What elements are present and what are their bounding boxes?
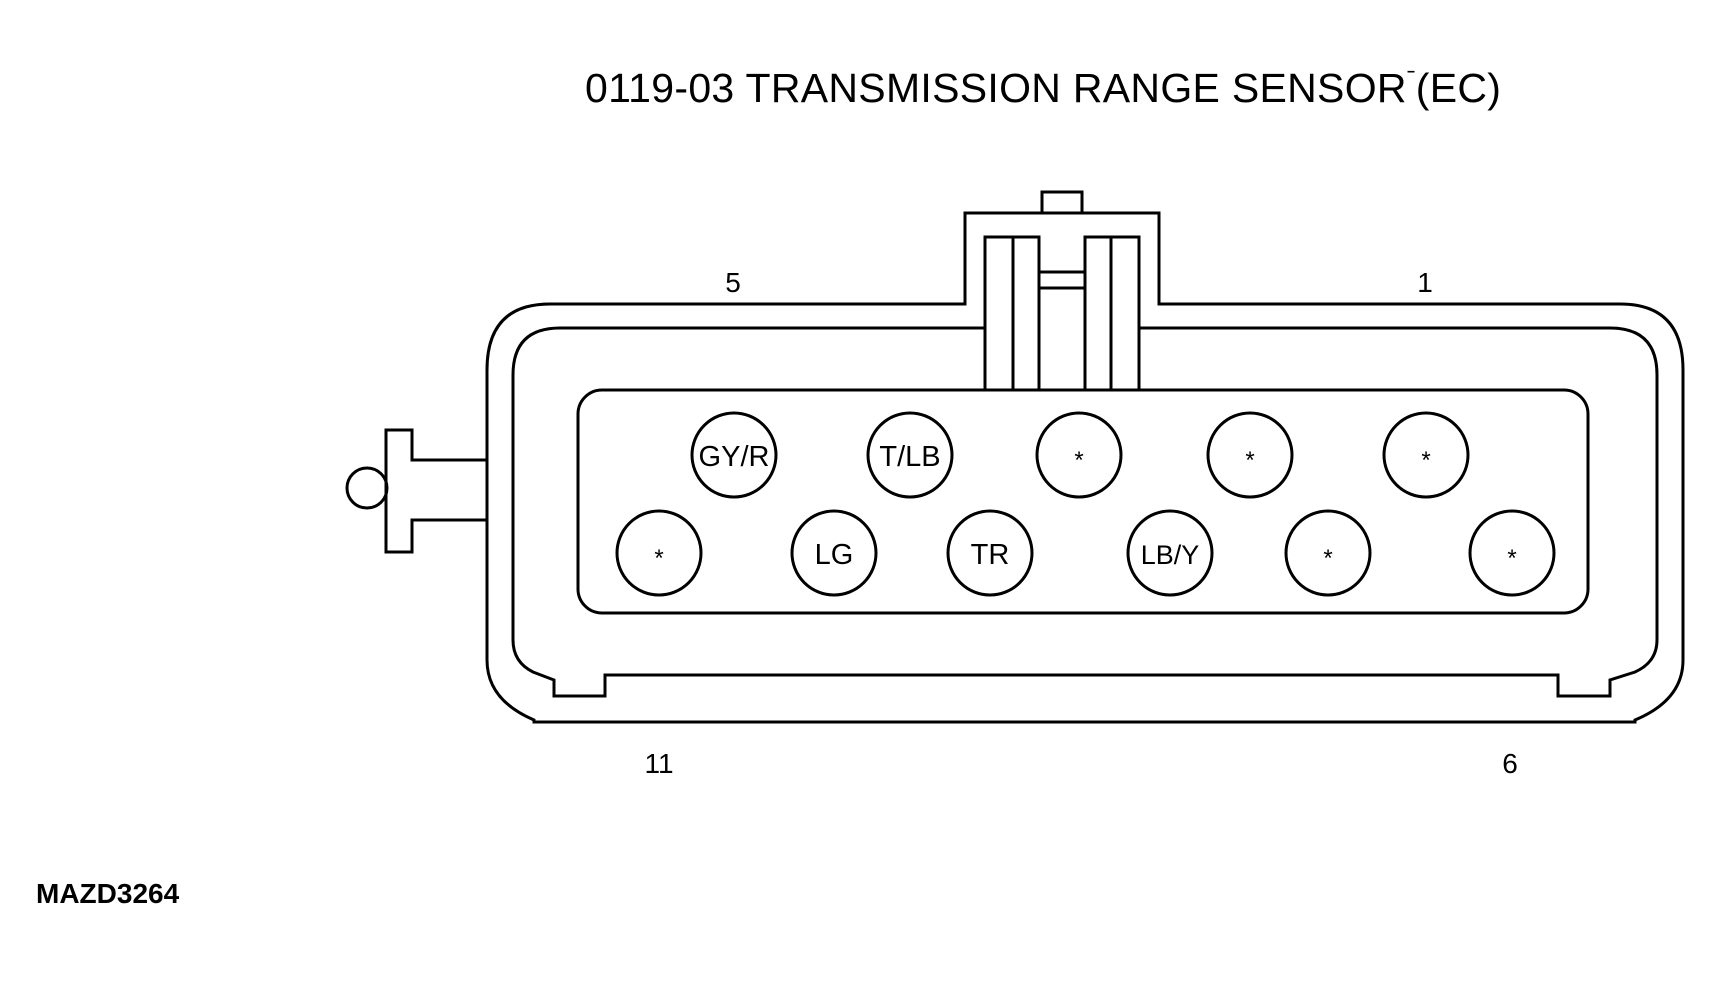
pin-bottom-2: LG [790, 509, 878, 597]
svg-text:TR: TR [971, 539, 1010, 571]
figure-id: MAZD3264 [36, 878, 180, 909]
pin-bottom-1: * [615, 509, 703, 597]
pin-bottom-5: * [1284, 509, 1372, 597]
svg-text:*: * [1245, 447, 1254, 474]
latch-channel [983, 235, 1141, 392]
connector-inner-housing [511, 326, 1659, 698]
pin-number-11: 11 [644, 748, 673, 779]
svg-text:*: * [654, 545, 663, 572]
connector-outer-housing [485, 211, 1685, 724]
pin-top-4: * [1206, 411, 1294, 499]
svg-text:*: * [1074, 447, 1083, 474]
side-lock-knob [345, 466, 389, 510]
svg-text:T/LB: T/LB [879, 441, 940, 473]
pin-top-5: * [1382, 411, 1470, 499]
title-suffix: (EC) [1415, 65, 1502, 111]
pin-bottom-3: TR [946, 509, 1034, 597]
svg-text:LG: LG [815, 539, 854, 571]
pin-bottom-4: LB/Y [1126, 509, 1214, 597]
title-name: TRANSMISSION RANGE SENSOR [745, 65, 1407, 111]
pin-number-5: 5 [725, 267, 741, 298]
pin-top-2: T/LB [866, 411, 954, 499]
svg-text:*: * [1323, 545, 1332, 572]
svg-text:*: * [1421, 447, 1430, 474]
side-lock-tab [384, 428, 487, 554]
pin-number-1: 1 [1417, 267, 1433, 298]
pin-top-3: * [1035, 411, 1123, 499]
pin-number-6: 6 [1502, 748, 1518, 779]
pin-top-1: GY/R [690, 411, 778, 499]
title-mark: ˉ [1406, 64, 1416, 94]
svg-text:*: * [1507, 545, 1516, 572]
svg-text:GY/R: GY/R [699, 441, 770, 473]
title-code: 0119-03 [585, 65, 735, 111]
pin-cavity-area [576, 388, 1590, 615]
svg-text:LB/Y: LB/Y [1141, 540, 1200, 570]
diagram-title: 0119-03 TRANSMISSION RANGE SENSORˉ(EC) [585, 64, 1505, 112]
pin-bottom-6: * [1468, 509, 1556, 597]
connector-latch-tab [1040, 190, 1084, 213]
